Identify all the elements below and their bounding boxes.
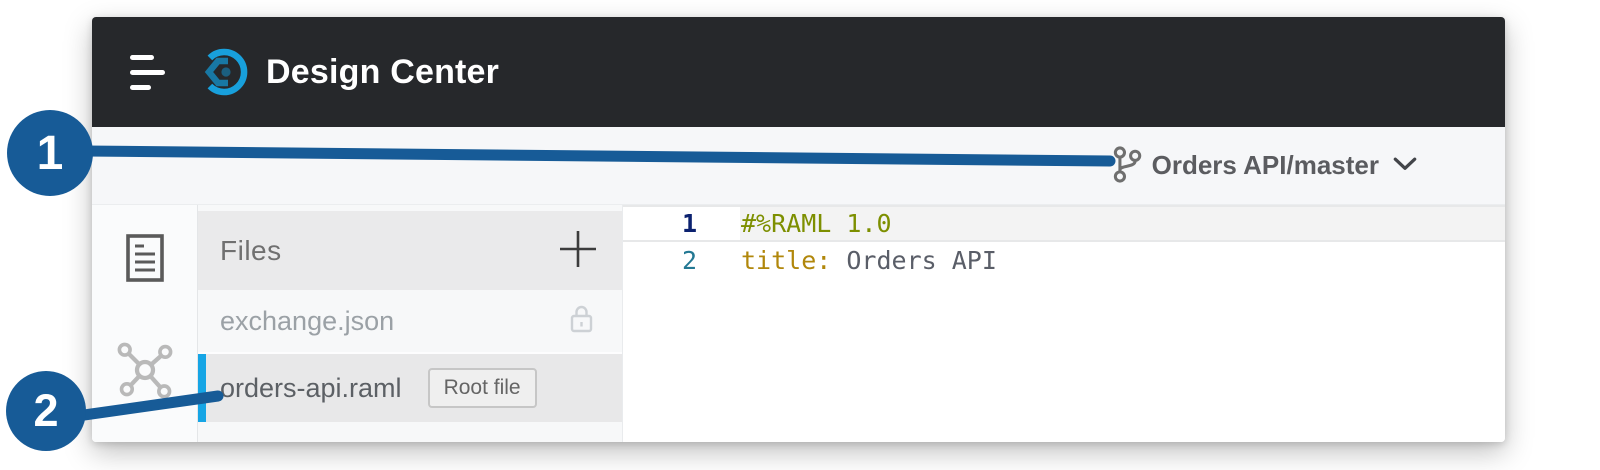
left-icon-rail bbox=[92, 205, 198, 442]
files-panel: Files exchange.json bbox=[198, 205, 623, 442]
workspace-body: Files exchange.json bbox=[92, 205, 1505, 442]
git-branch-icon bbox=[1112, 145, 1142, 186]
code-text: title: Orders API bbox=[741, 246, 997, 275]
sidebar-item-specification[interactable] bbox=[110, 225, 180, 295]
branch-selector[interactable]: Orders API/master bbox=[1112, 145, 1417, 186]
design-center-window: Design Center Orders API/master bbox=[92, 17, 1505, 442]
code-line-2[interactable]: 2 title: Orders API bbox=[623, 242, 1505, 279]
line-number: 1 bbox=[681, 209, 697, 238]
app-header: Design Center bbox=[92, 17, 1505, 127]
file-row-orders-api-raml[interactable]: orders-api.raml Root file bbox=[198, 354, 622, 422]
chevron-down-icon bbox=[1393, 157, 1417, 174]
lock-icon bbox=[568, 303, 596, 340]
files-panel-title: Files bbox=[220, 234, 282, 266]
file-row-exchange-json[interactable]: exchange.json bbox=[198, 290, 622, 354]
add-file-button[interactable] bbox=[558, 229, 598, 272]
files-panel-header: Files bbox=[198, 211, 622, 290]
mulesoft-logo-icon bbox=[199, 47, 249, 97]
code-line-1[interactable]: 1 #%RAML 1.0 bbox=[623, 205, 1505, 242]
annotation-callout-1: 1 bbox=[7, 110, 93, 196]
root-file-badge: Root file bbox=[427, 368, 537, 408]
plus-icon bbox=[558, 229, 598, 272]
code-text: #%RAML 1.0 bbox=[741, 209, 892, 238]
file-name: exchange.json bbox=[220, 305, 395, 336]
app-title: Design Center bbox=[266, 52, 500, 91]
sidebar-item-dependencies[interactable] bbox=[110, 337, 180, 407]
annotation-callout-2: 2 bbox=[6, 371, 86, 451]
file-name: orders-api.raml bbox=[220, 372, 402, 403]
dependency-graph-icon bbox=[113, 338, 177, 407]
code-editor[interactable]: 1 #%RAML 1.0 2 title: Orders API bbox=[623, 205, 1505, 442]
hamburger-menu-icon[interactable] bbox=[130, 45, 166, 100]
spec-document-icon bbox=[125, 233, 165, 288]
project-toolbar: Orders API/master bbox=[92, 127, 1505, 205]
branch-label: Orders API/master bbox=[1151, 150, 1379, 180]
line-number: 2 bbox=[681, 246, 697, 275]
